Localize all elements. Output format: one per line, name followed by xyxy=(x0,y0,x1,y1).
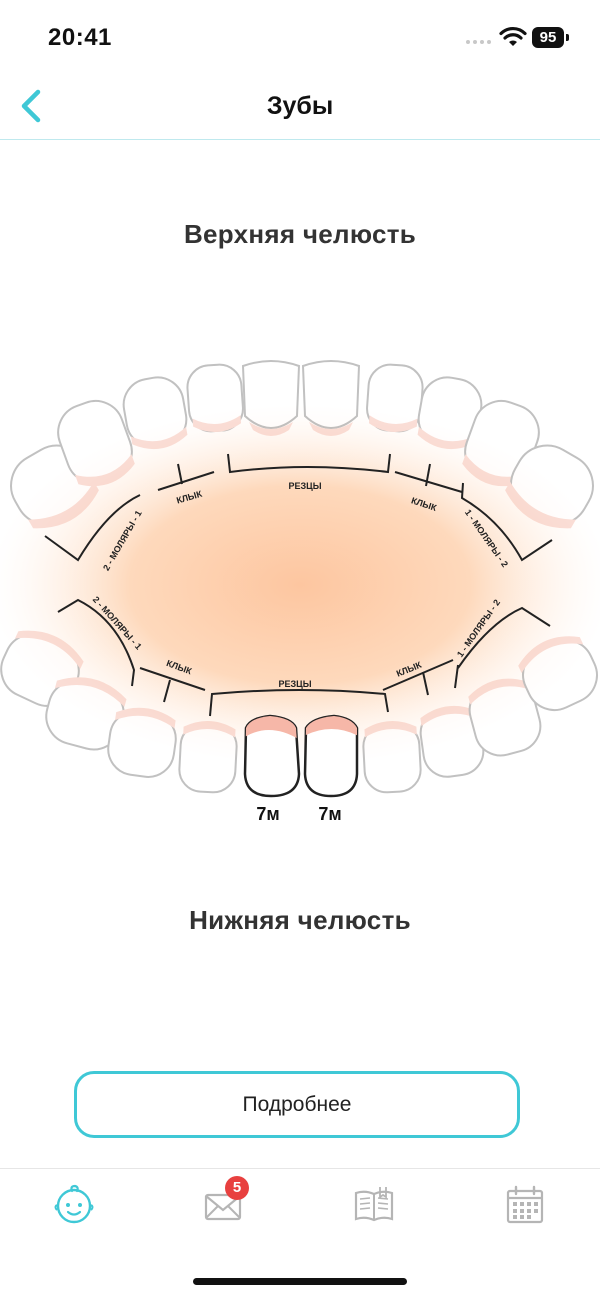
lower-incisors-label: РЕЗЦЫ xyxy=(278,679,311,689)
more-button[interactable]: Подробнее xyxy=(74,1071,520,1138)
back-button[interactable] xyxy=(14,86,54,126)
upper-incisors-label: РЕЗЦЫ xyxy=(288,481,321,491)
mouth-glow xyxy=(0,405,600,765)
lower-jaw-title: Нижняя челюсть xyxy=(189,905,411,935)
erupted-tooth-left xyxy=(243,714,301,798)
nav-bar: Зубы xyxy=(0,76,600,140)
upper-brackets xyxy=(44,453,553,562)
lower-brackets xyxy=(57,598,551,717)
tab-messages[interactable]: 5 xyxy=(201,1176,249,1227)
status-time: 20:41 xyxy=(48,24,112,51)
upper-teeth xyxy=(10,360,594,529)
home-indicator xyxy=(193,1278,407,1285)
upper-jaw-title: Верхняя челюсть xyxy=(183,219,417,249)
teeth-chart: РЕЗЦЫ КЛЫК КЛЫК 2 - МОЛЯРЫ - 1 1 - МОЛЯР… xyxy=(0,360,600,824)
cellular-signal-icon xyxy=(466,40,492,46)
battery-icon: 95 xyxy=(532,27,570,49)
erupted-tooth-right xyxy=(303,714,359,798)
calendar-icon xyxy=(506,1185,544,1224)
chevron-left-icon xyxy=(21,89,41,123)
page-title: Зубы xyxy=(266,92,334,120)
tab-bar: 5 xyxy=(0,1168,600,1249)
baby-face-icon xyxy=(54,1184,94,1224)
messages-badge: 5 xyxy=(225,1176,249,1200)
book-icon xyxy=(354,1187,394,1222)
tab-journal[interactable] xyxy=(352,1183,396,1227)
tab-child[interactable] xyxy=(52,1183,96,1227)
wifi-icon xyxy=(499,26,527,46)
tooth-age-label: 7м xyxy=(256,804,279,824)
tab-calendar[interactable] xyxy=(503,1183,547,1227)
lower-teeth xyxy=(0,630,598,794)
battery-level: 95 xyxy=(532,27,564,48)
tooth-age-label: 7м xyxy=(318,804,341,824)
status-bar: 20:41 95 xyxy=(0,0,600,76)
envelope-icon xyxy=(204,1193,242,1221)
